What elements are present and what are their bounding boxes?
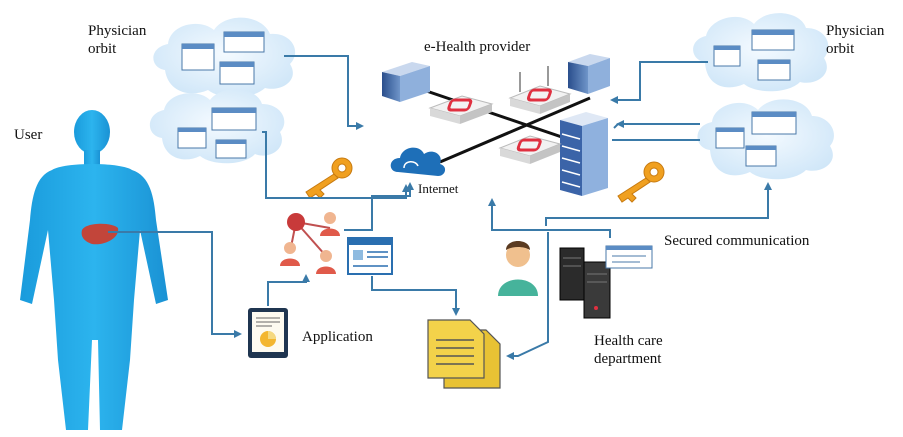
- organization-chart-icon: [280, 212, 340, 274]
- cloud-icon: [153, 17, 296, 98]
- server-tower-icon: [560, 112, 608, 196]
- router-icon: [428, 95, 494, 124]
- person-icon: [498, 241, 538, 296]
- router-icon: [498, 135, 562, 164]
- health-care-label-line1: Health care: [594, 333, 663, 349]
- router-icon: [508, 66, 572, 114]
- application-label: Application: [302, 329, 373, 345]
- id-card-icon: [605, 245, 653, 269]
- cloud-icon: [697, 99, 834, 180]
- server-rack-icon: [559, 247, 611, 319]
- physician-orbit-right-label-line2: orbit: [826, 41, 855, 57]
- physician-orbit-left-label-line2: orbit: [88, 41, 117, 57]
- human-body-icon: [20, 110, 168, 430]
- internet-cloud-icon: [390, 147, 446, 176]
- liver-icon: [81, 223, 119, 245]
- health-care-label-line2: department: [594, 351, 662, 367]
- cloud-icon: [149, 89, 285, 164]
- tablet-icon: [248, 308, 288, 358]
- internet-label: Internet: [418, 181, 459, 196]
- server-rack-icon: [382, 62, 430, 102]
- key-icon: [305, 157, 353, 199]
- ehealth-provider-label: e-Health provider: [424, 39, 531, 55]
- document-icon: [427, 319, 501, 389]
- physician-orbit-right-label-line1: Physician: [826, 23, 885, 39]
- cloud-icon: [693, 13, 829, 92]
- key-icon: [617, 161, 665, 203]
- user-label: User: [14, 127, 43, 143]
- server-rack-icon: [568, 54, 610, 94]
- browser-window-icon: [347, 237, 393, 275]
- secured-communication-label: Secured communication: [664, 233, 810, 249]
- physician-orbit-left-label-line1: Physician: [88, 23, 147, 39]
- connector-arrows: [108, 55, 772, 360]
